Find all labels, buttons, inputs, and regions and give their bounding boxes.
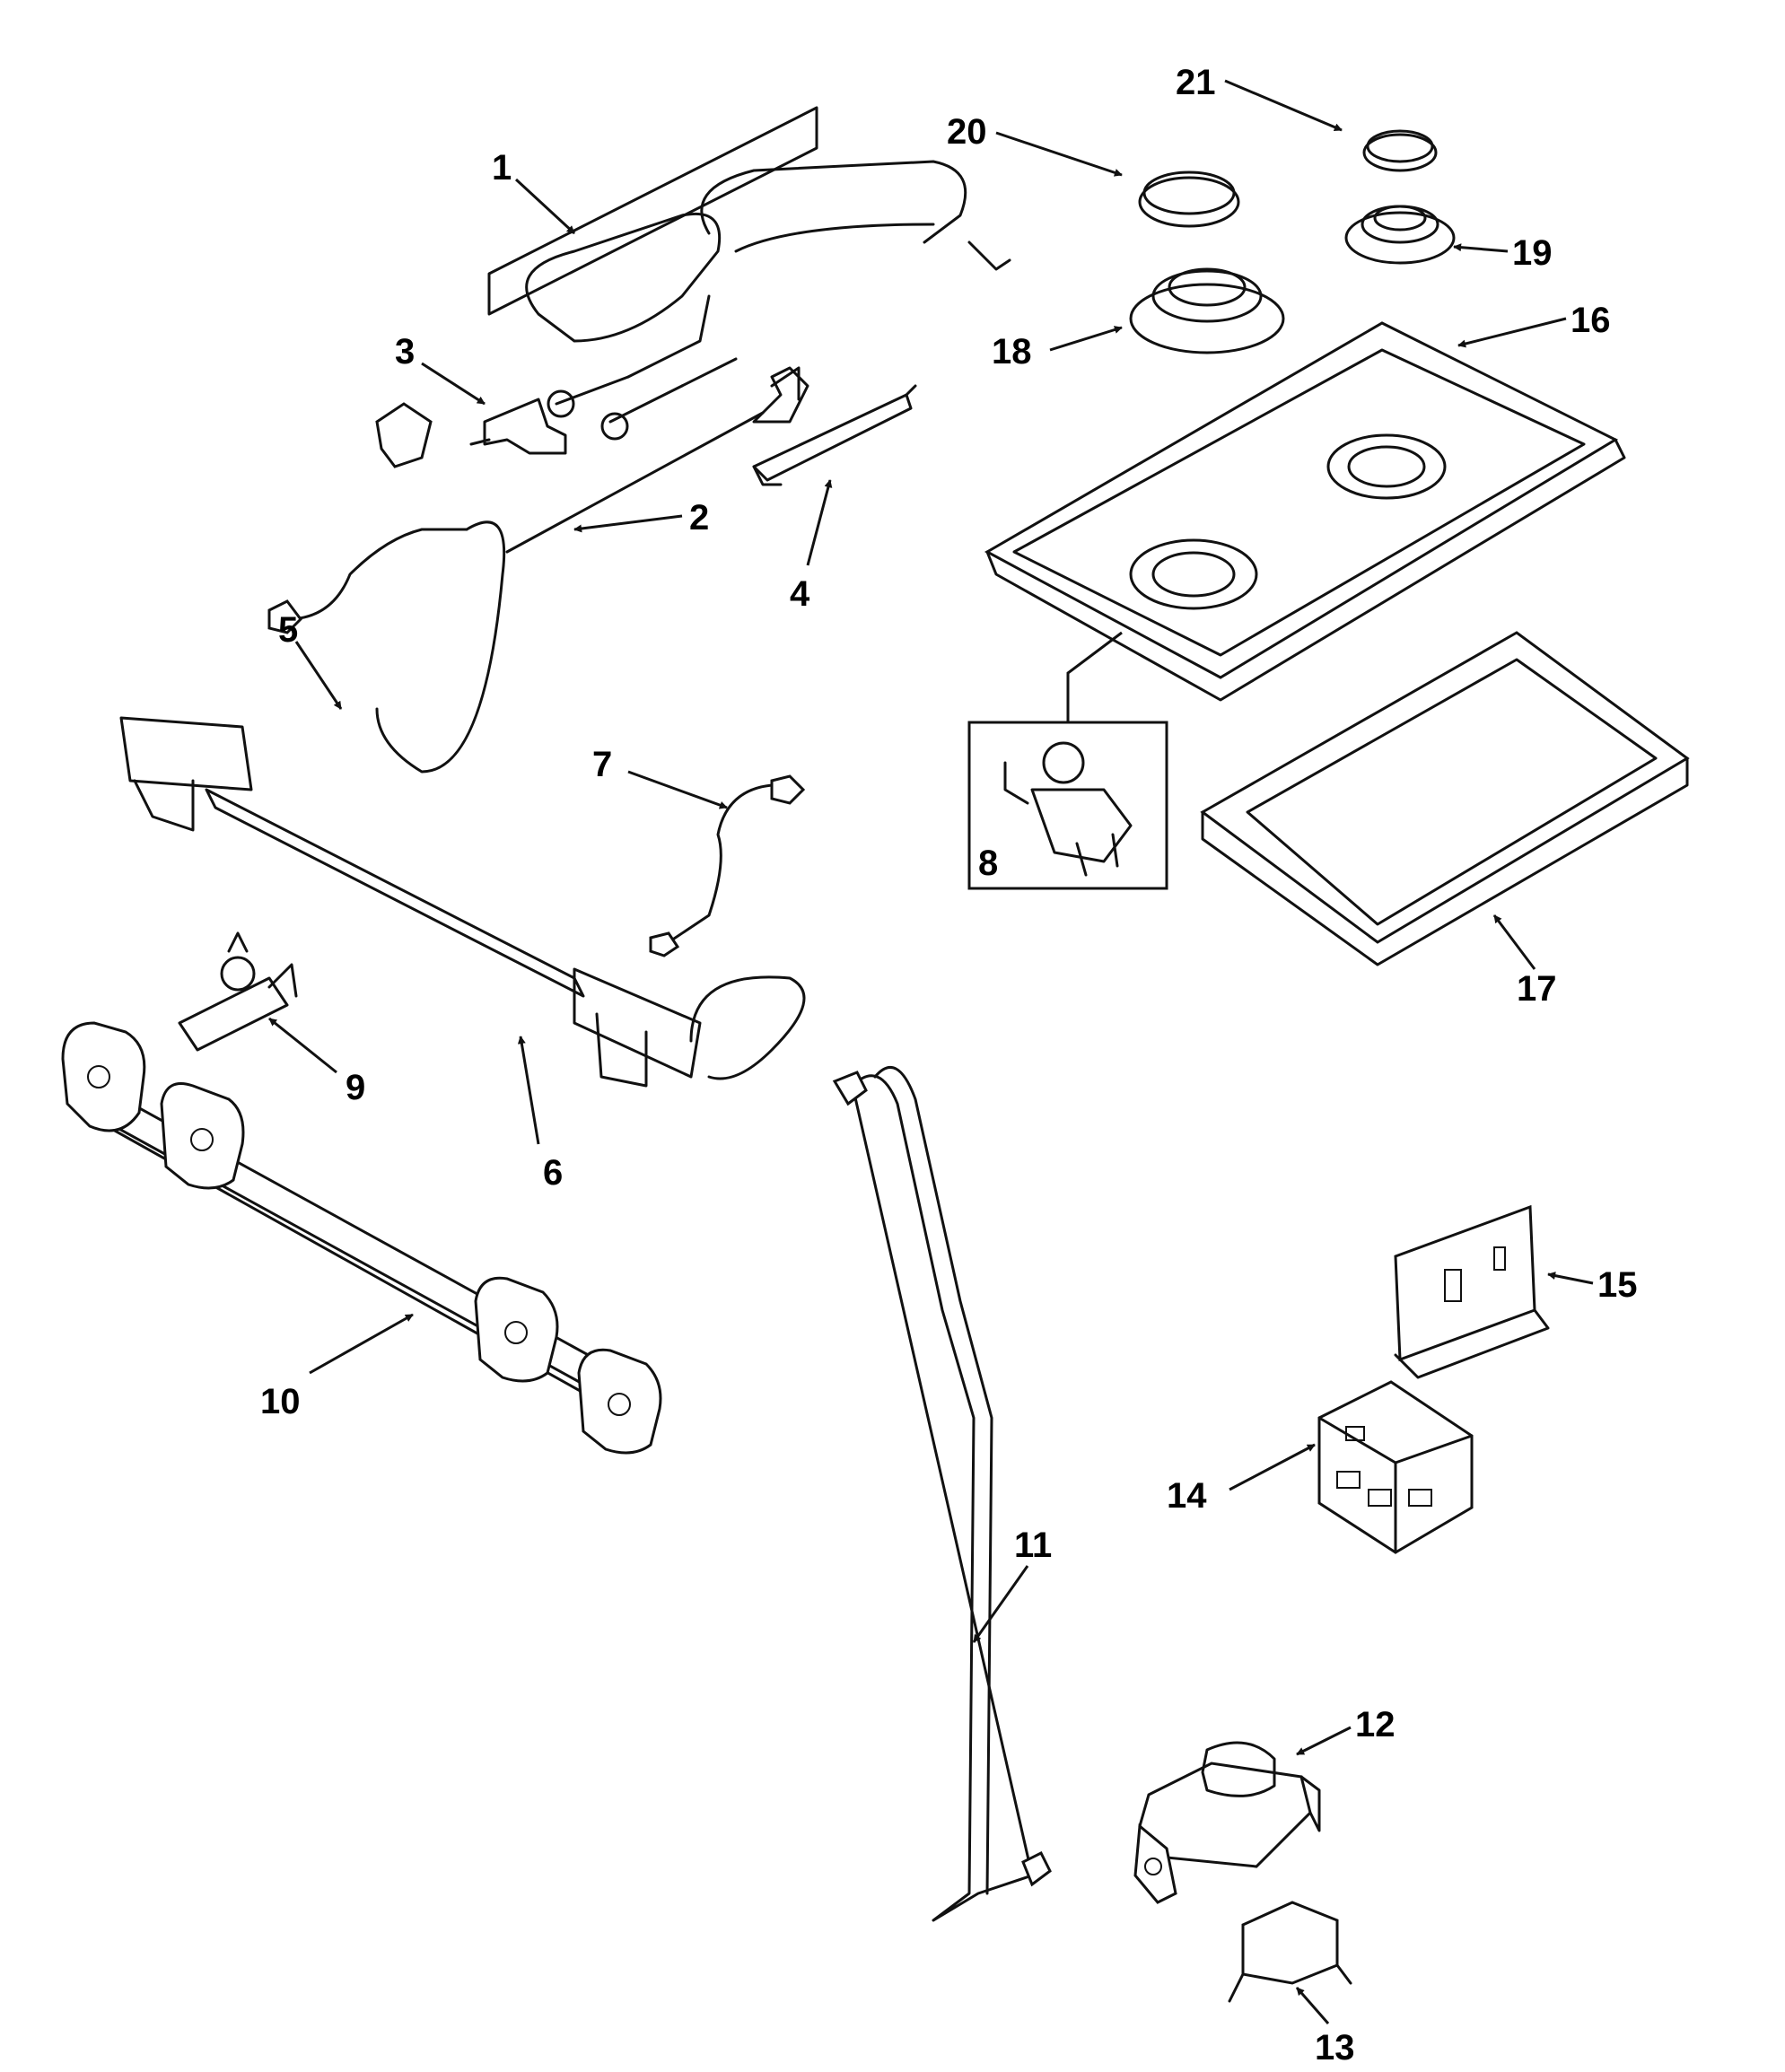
callout-7: 7 bbox=[592, 745, 612, 784]
leader-19 bbox=[1453, 243, 1509, 253]
callout-3: 3 bbox=[395, 332, 415, 372]
part-15-plate bbox=[1394, 1204, 1550, 1379]
callout-20: 20 bbox=[947, 112, 987, 152]
callout-13: 13 bbox=[1315, 2028, 1355, 2068]
callout-10: 10 bbox=[260, 1382, 301, 1421]
callout-6: 6 bbox=[543, 1153, 563, 1193]
leader-9 bbox=[268, 1017, 337, 1074]
callout-15: 15 bbox=[1597, 1265, 1638, 1305]
leader-15 bbox=[1547, 1272, 1594, 1285]
part-16-cooktop bbox=[984, 321, 1626, 702]
callout-4: 4 bbox=[790, 574, 810, 614]
leader-10 bbox=[309, 1313, 414, 1375]
callout-16: 16 bbox=[1571, 301, 1611, 340]
leader-20 bbox=[995, 131, 1123, 177]
leader-2 bbox=[573, 514, 683, 533]
part-6-manifold bbox=[119, 716, 806, 1088]
leader-16 bbox=[1457, 317, 1567, 348]
part-20-burner-cap bbox=[1138, 170, 1240, 228]
callout-21: 21 bbox=[1176, 63, 1216, 102]
callout-14: 14 bbox=[1167, 1476, 1207, 1516]
callout-18: 18 bbox=[992, 332, 1032, 372]
callout-5: 5 bbox=[278, 610, 298, 650]
part-4-bracket bbox=[752, 384, 917, 486]
leader-5 bbox=[294, 641, 343, 710]
part-10-bezel-bar bbox=[61, 1021, 662, 1455]
leader-21 bbox=[1224, 79, 1343, 132]
leader-arrows bbox=[268, 79, 1594, 2024]
callout-9: 9 bbox=[346, 1068, 365, 1107]
leader-17 bbox=[1492, 914, 1536, 970]
part-19-burner-head bbox=[1344, 205, 1456, 265]
part-8-igniter-inset bbox=[967, 631, 1168, 890]
callout-17: 17 bbox=[1517, 969, 1557, 1009]
part-14-spark-module bbox=[1317, 1380, 1474, 1554]
part-17-tray bbox=[1200, 631, 1690, 966]
part-2-rod bbox=[505, 366, 809, 554]
part-13-bracket bbox=[1228, 1901, 1352, 2003]
leader-6 bbox=[517, 1036, 540, 1145]
callout-labels: 1 2 3 4 5 6 7 8 9 10 11 12 13 14 15 16 1… bbox=[260, 63, 1638, 2068]
callout-1: 1 bbox=[492, 148, 512, 188]
leader-11 bbox=[972, 1565, 1029, 1643]
callout-8: 8 bbox=[978, 844, 998, 883]
leader-4 bbox=[806, 479, 833, 566]
part-11-long-tube bbox=[832, 1066, 1052, 1922]
part-3-bracket bbox=[469, 398, 567, 455]
leader-18 bbox=[1049, 326, 1123, 352]
leader-7 bbox=[627, 770, 728, 809]
callout-11: 11 bbox=[1014, 1526, 1052, 1565]
callout-12: 12 bbox=[1355, 1705, 1396, 1744]
part-9-valve bbox=[178, 931, 298, 1052]
part-1-burner-assembly bbox=[487, 106, 1011, 441]
part-18-burner-head bbox=[1129, 267, 1285, 354]
leader-12 bbox=[1296, 1726, 1352, 1756]
leader-1 bbox=[514, 178, 576, 235]
part-5-flex-tube bbox=[267, 402, 506, 774]
callout-19: 19 bbox=[1512, 233, 1553, 273]
part-7-tube bbox=[649, 774, 806, 957]
leader-14 bbox=[1229, 1443, 1316, 1491]
leader-3 bbox=[421, 362, 486, 406]
part-21-burner-cap bbox=[1362, 129, 1438, 172]
callout-2: 2 bbox=[689, 498, 709, 538]
leader-13 bbox=[1295, 1987, 1330, 2024]
part-12-regulator bbox=[1133, 1741, 1321, 1904]
